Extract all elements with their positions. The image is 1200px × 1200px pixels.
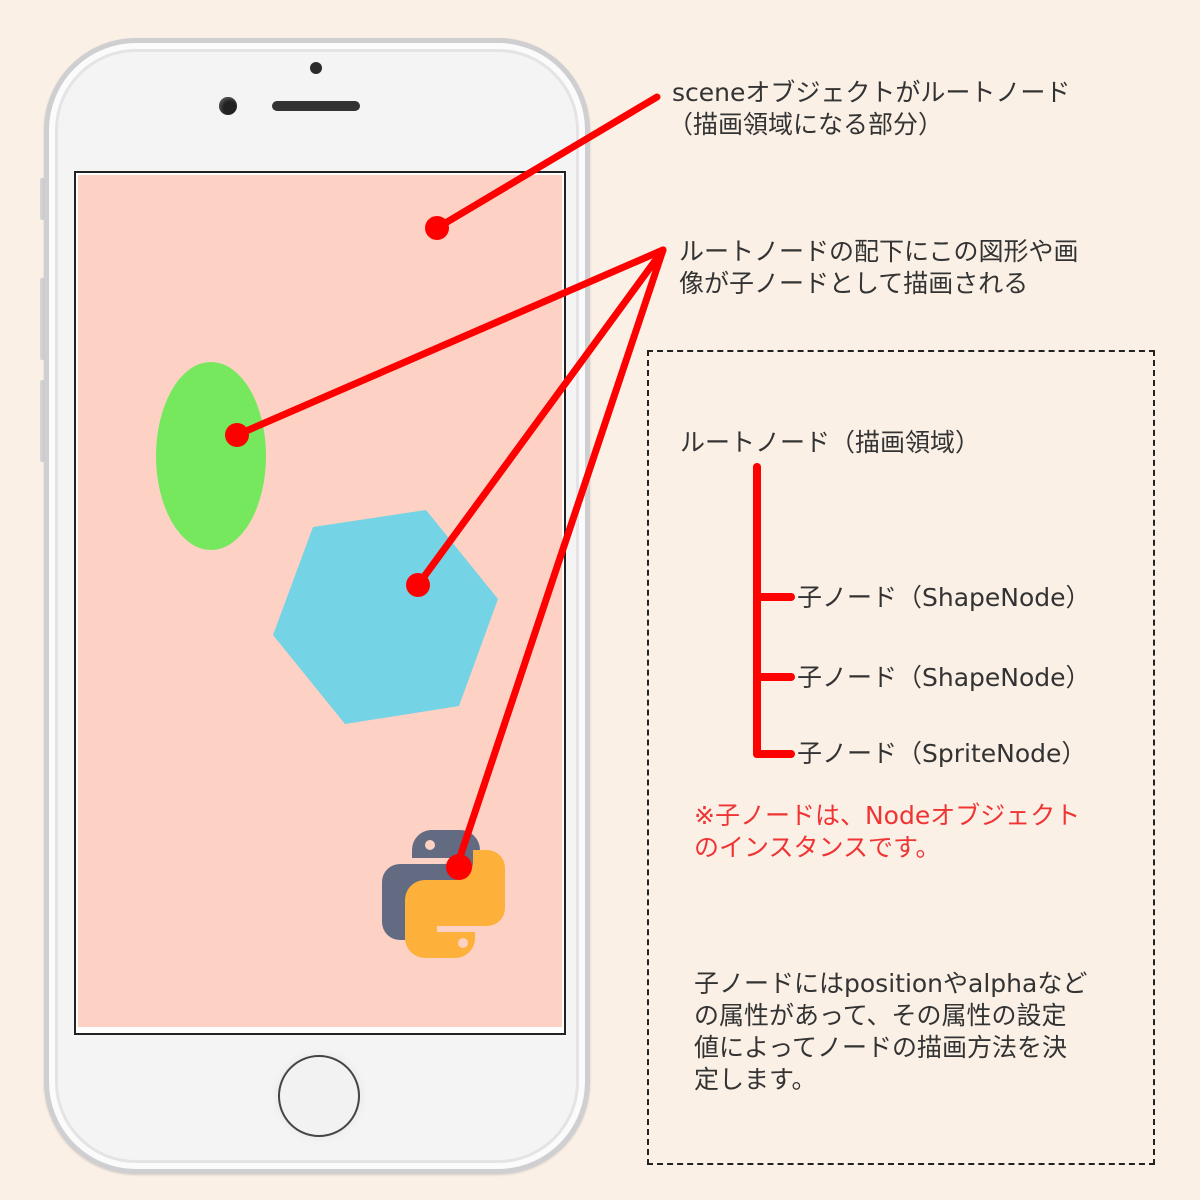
children-callout-line1: ルートノードの配下にこの図形や画 (679, 237, 1079, 266)
hexagon-pointer-dot (406, 573, 430, 597)
scene-pointer-dot (425, 216, 449, 240)
description-line1: 子ノードにはpositionやalphaなど (694, 969, 1088, 998)
tree-root-label: ルートノード（描画領域） (680, 428, 981, 457)
tree-connector (753, 463, 795, 758)
node-instance-note: ※子ノードは、Nodeオブジェクト のインスタンスです。 (694, 800, 1080, 864)
tree-child-1: 子ノード（ShapeNode） (797, 583, 1091, 612)
blue-hexagon-shape-node (273, 510, 498, 724)
home-button (278, 1055, 360, 1137)
scene-callout: sceneオブジェクトがルートノード （描画領域になる部分） (668, 77, 1071, 141)
python-logo-yellow-half (405, 850, 505, 959)
description-line3: 値によってノードの描画方法を決 (694, 1033, 1068, 1062)
ellipse-pointer-dot (225, 423, 249, 447)
volume-down-button (40, 380, 45, 462)
scene-callout-line1: sceneオブジェクトがルートノード (672, 78, 1071, 107)
children-callout-line2: 像が子ノードとして描画される (679, 269, 1029, 298)
python-logo-sprite-node (382, 830, 505, 959)
ellipse-pointer-line (233, 246, 667, 439)
mute-switch (40, 178, 45, 220)
tree-child-3: 子ノード（SpriteNode） (797, 739, 1087, 768)
pointer-dots (225, 216, 472, 880)
python-pointer-line (453, 246, 667, 870)
earpiece-speaker (272, 101, 360, 111)
hexagon-pointer-line (414, 246, 667, 589)
description-line2: の属性があって、その属性の設定 (694, 1001, 1067, 1030)
scene-callout-line2: （描画領域になる部分） (668, 110, 944, 139)
scene-pointer-line (433, 93, 661, 232)
pointer-lines (233, 93, 667, 870)
volume-up-button (40, 278, 45, 360)
description-line4: 定します。 (694, 1065, 817, 1094)
children-callout: ルートノードの配下にこの図形や画 像が子ノードとして描画される (679, 236, 1079, 300)
green-ellipse-shape-node (156, 362, 266, 550)
tree-child-2: 子ノード（ShapeNode） (797, 663, 1091, 692)
proximity-sensor (310, 62, 322, 74)
note-line1: ※子ノードは、Nodeオブジェクト (694, 801, 1081, 830)
python-pointer-dot (446, 854, 472, 880)
note-line2: のインスタンスです。 (694, 833, 941, 862)
front-camera-icon (219, 97, 237, 115)
explanation-box (647, 350, 1155, 1165)
attribute-description: 子ノードにはpositionやalphaなど の属性があって、その属性の設定 値… (694, 968, 1087, 1096)
